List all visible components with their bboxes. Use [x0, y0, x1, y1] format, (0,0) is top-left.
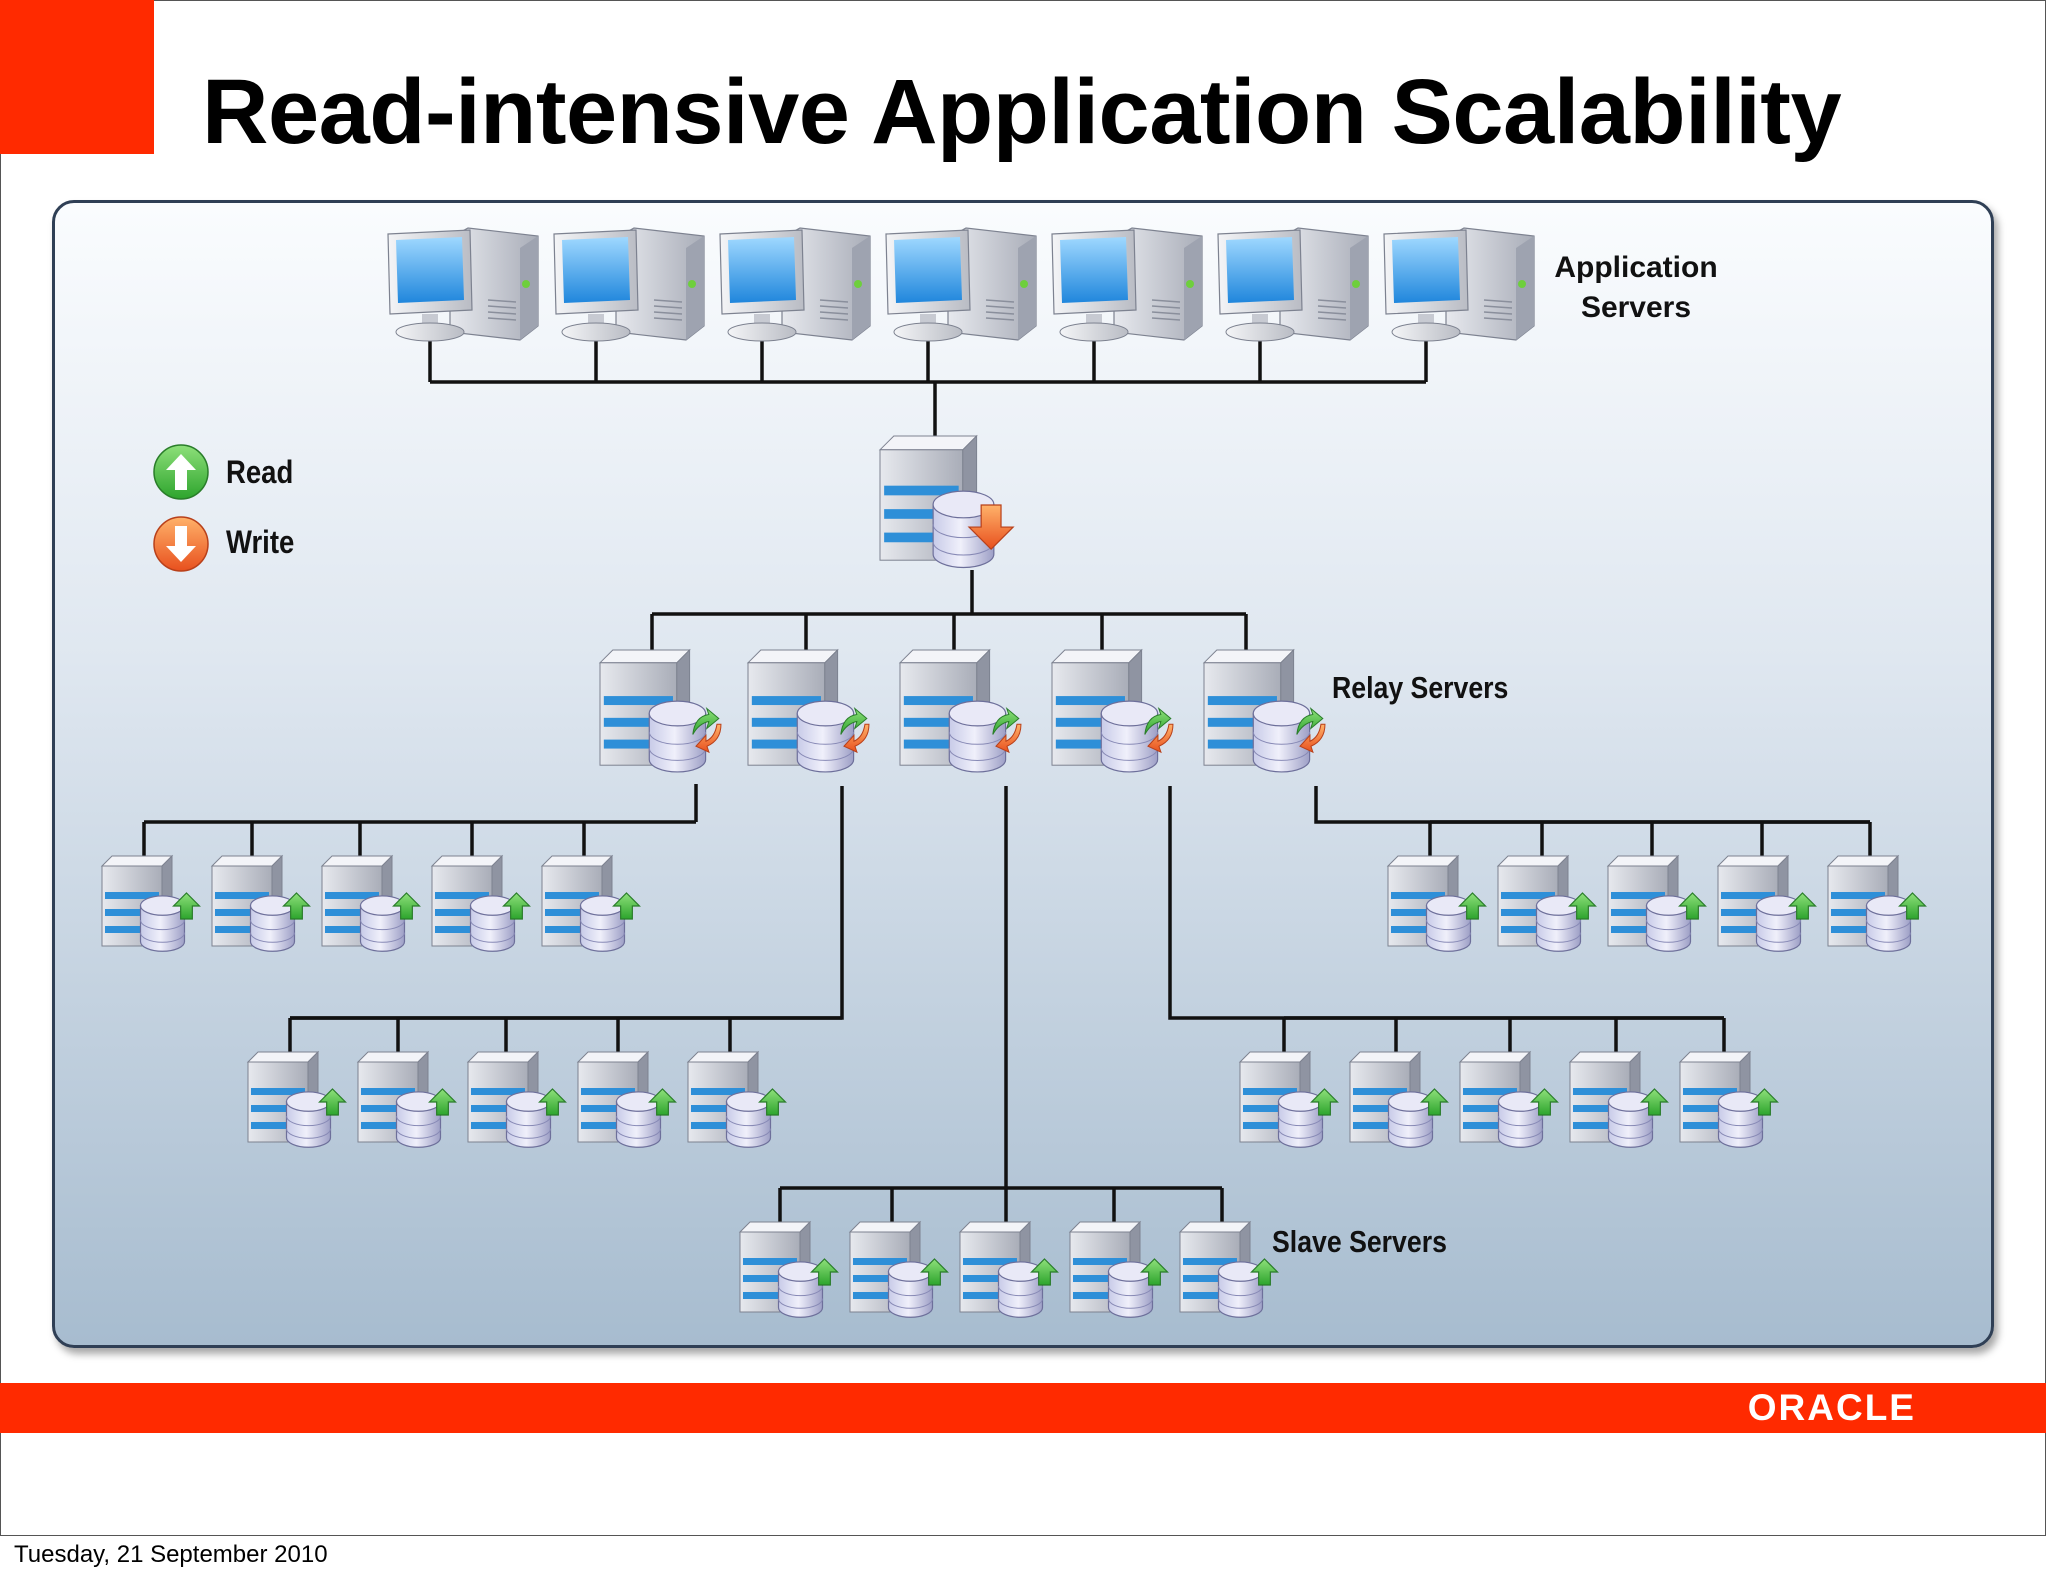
- relay-server-4: [1050, 648, 1174, 773]
- relay-sync-icon: [1296, 706, 1326, 754]
- read-arrow-icon: [538, 1088, 567, 1116]
- slave-server-g5-5: [1826, 854, 1927, 952]
- footer-red-band: [0, 1383, 2046, 1433]
- read-arrow-icon: [1030, 1258, 1059, 1286]
- read-arrow-icon: [648, 1088, 677, 1116]
- relay-sync-icon: [692, 706, 722, 754]
- application-servers-label-line1: Application: [1554, 251, 1718, 284]
- relay-sync-icon: [992, 706, 1022, 754]
- slave-server-g3-3: [958, 1220, 1059, 1318]
- read-arrow-icon: [1420, 1088, 1449, 1116]
- read-arrow-icon: [1678, 892, 1707, 920]
- slave-server-g2-1: [246, 1050, 347, 1148]
- read-arrow-icon: [1530, 1088, 1559, 1116]
- oracle-logo: ORACLE: [1747, 1387, 1916, 1428]
- read-arrow-icon: [1310, 1088, 1339, 1116]
- slave-server-g3-4: [1068, 1220, 1169, 1318]
- diagram-panel: [52, 200, 1994, 1348]
- read-arrow-icon: [612, 892, 641, 920]
- slave-server-g4-3: [1458, 1050, 1559, 1148]
- read-arrow-icon: [1250, 1258, 1279, 1286]
- slave-server-g3-2: [848, 1220, 949, 1318]
- read-arrow-icon: [758, 1088, 787, 1116]
- slave-server-g2-4: [576, 1050, 677, 1148]
- slave-server-g2-2: [356, 1050, 457, 1148]
- read-arrow-icon: [1458, 892, 1487, 920]
- read-arrow-icon: [1898, 892, 1927, 920]
- read-arrow-icon: [1568, 892, 1597, 920]
- brand-corner-block: [0, 0, 154, 154]
- relay-server-1: [598, 648, 722, 773]
- footer-date: Tuesday, 21 September 2010: [14, 1541, 328, 1568]
- application-server-1: [387, 227, 539, 342]
- slave-server-g1-5: [540, 854, 641, 952]
- slave-server-g1-2: [210, 854, 311, 952]
- slave-server-g5-4: [1716, 854, 1817, 952]
- write-arrow-icon: [967, 504, 1015, 551]
- relay-server-5: [1202, 648, 1326, 773]
- slave-server-g4-1: [1238, 1050, 1339, 1148]
- legend-write-icon: [153, 516, 209, 572]
- read-arrow-icon: [1640, 1088, 1669, 1116]
- slave-server-g5-2: [1496, 854, 1597, 952]
- read-arrow-icon: [172, 892, 201, 920]
- slave-server-g5-3: [1606, 854, 1707, 952]
- slide-title: Read-intensive Application Scalability: [202, 61, 1842, 163]
- relay-servers-label: Relay Servers: [1332, 670, 1509, 705]
- slave-servers-label: Slave Servers: [1272, 1224, 1447, 1259]
- slave-server-g5-1: [1386, 854, 1487, 952]
- application-server-4: [885, 227, 1037, 342]
- slave-server-g2-3: [466, 1050, 567, 1148]
- connection-lines: [142, 336, 1872, 1228]
- application-servers-label: Application Servers: [1546, 248, 1726, 328]
- legend: [153, 444, 209, 572]
- master-server: [878, 434, 1015, 569]
- application-server-5: [1051, 227, 1203, 342]
- read-arrow-icon: [920, 1258, 949, 1286]
- read-arrow-icon: [318, 1088, 347, 1116]
- application-server-3: [719, 227, 871, 342]
- slave-server-g3-1: [738, 1220, 839, 1318]
- application-servers-label-line2: Servers: [1580, 291, 1692, 324]
- slave-server-g4-5: [1678, 1050, 1779, 1148]
- slave-server-g1-4: [430, 854, 531, 952]
- slave-server-g1-1: [100, 854, 201, 952]
- read-arrow-icon: [282, 892, 311, 920]
- slave-server-g1-3: [320, 854, 421, 952]
- read-arrow-icon: [502, 892, 531, 920]
- relay-server-2: [746, 648, 870, 773]
- relay-sync-icon: [1144, 706, 1174, 754]
- slave-server-g2-5: [686, 1050, 787, 1148]
- read-arrow-icon: [1750, 1088, 1779, 1116]
- legend-read-icon: [153, 444, 209, 500]
- read-arrow-icon: [428, 1088, 457, 1116]
- read-arrow-icon: [392, 892, 421, 920]
- slave-server-g4-4: [1568, 1050, 1669, 1148]
- relay-sync-icon: [840, 706, 870, 754]
- read-arrow-icon: [810, 1258, 839, 1286]
- application-server-2: [553, 227, 705, 342]
- slave-server-g4-2: [1348, 1050, 1449, 1148]
- read-arrow-icon: [1140, 1258, 1169, 1286]
- read-arrow-icon: [1788, 892, 1817, 920]
- legend-write-label: Write: [226, 524, 295, 560]
- relay-server-3: [898, 648, 1022, 773]
- server-nodes: [100, 227, 1927, 1318]
- slave-server-g3-5: [1178, 1220, 1279, 1318]
- legend-read-label: Read: [226, 454, 294, 490]
- application-server-6: [1217, 227, 1369, 342]
- application-server-7: [1383, 227, 1535, 342]
